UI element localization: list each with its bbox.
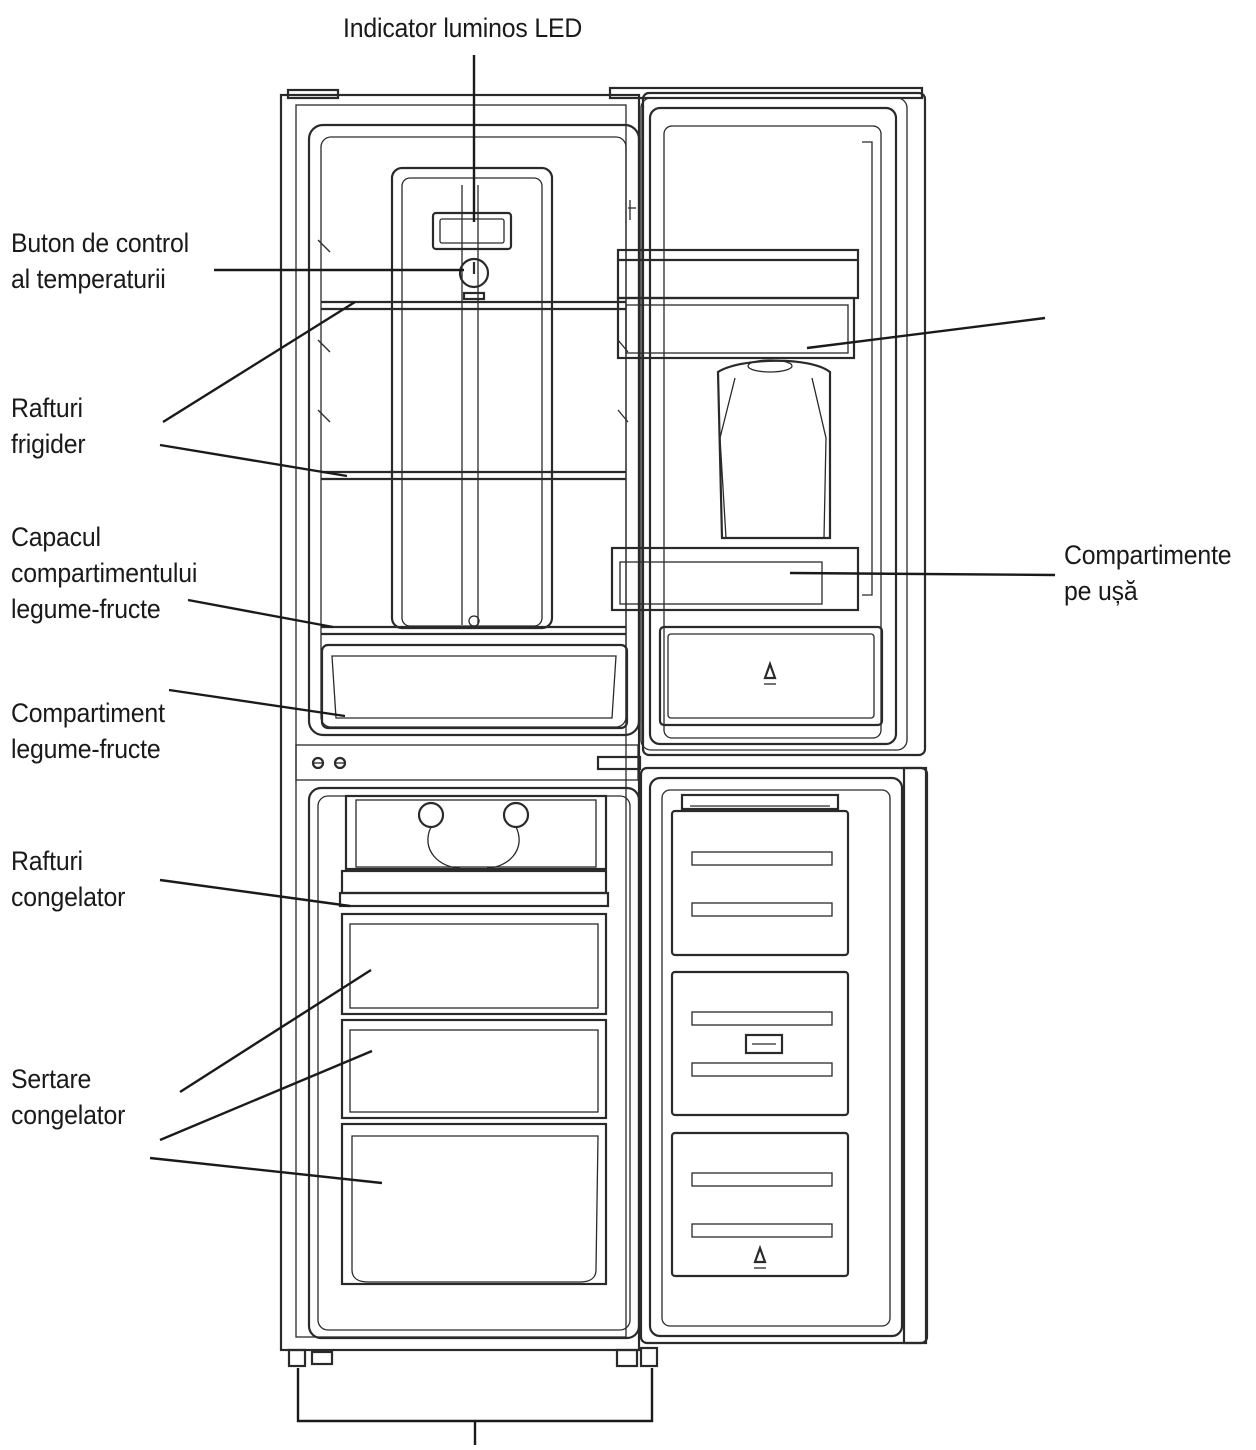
freezer-door (639, 766, 929, 1345)
crisper-cover-leader (187, 598, 334, 629)
upper-door-leader (806, 316, 1046, 350)
temperature-control-label: Buton de control al temperaturii (11, 228, 189, 294)
freezer-drawer-leader-1 (179, 968, 372, 1094)
fridge-shelves-label: Rafturi frigider (11, 393, 86, 459)
fridge-shelf-leader-1 (162, 300, 356, 424)
door-compartments-label: Compartimente pe ușă (1064, 540, 1232, 606)
fridge-door (608, 86, 927, 757)
led-indicator (431, 211, 513, 251)
freezer-shelves-label: Rafturi congelator (11, 846, 126, 912)
led-indicator-label: Indicator luminos LED (343, 13, 583, 43)
freezer-shelf-leader (159, 878, 351, 908)
crisper-leader (168, 688, 346, 718)
freezer-drawer-leader-2 (159, 1049, 373, 1142)
freezer-compartment (307, 786, 641, 1340)
leader-lines (149, 55, 1056, 1185)
temperature-knob (458, 257, 490, 289)
fridge-shelf-leader-2 (159, 443, 348, 478)
crisper-label: Compartiment legume-fructe (11, 698, 165, 764)
feet-bracket (296, 1368, 654, 1445)
freezer-drawer-leader-3 (149, 1156, 383, 1185)
freezer-drawers-label: Sertare congelator (11, 1064, 126, 1130)
crisper-cover-label: Capacul compartimentului legume-fructe (11, 522, 198, 624)
middle-panel (295, 744, 642, 781)
door-compartments-leader (789, 571, 1056, 577)
